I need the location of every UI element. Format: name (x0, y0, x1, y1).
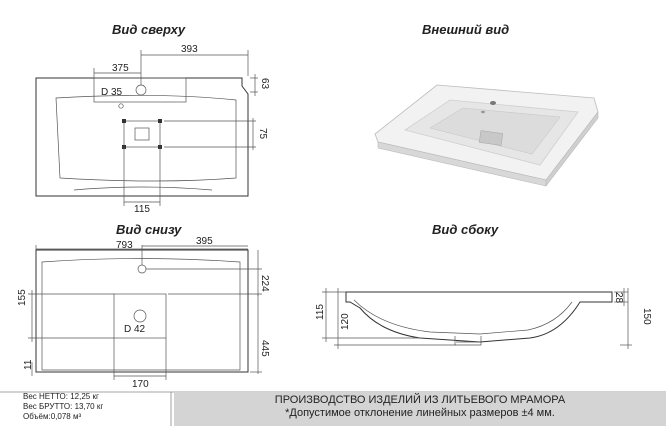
bottom-view-outline (35, 249, 249, 373)
dim-28: 28 (613, 292, 624, 304)
specs-block: Вес НЕТТО: 12,25 кг Вес БРУТТО: 13,70 кг… (0, 392, 170, 426)
side-view: 28 150 115 120 (315, 288, 652, 349)
footer-line2: *Допустимое отклонение линейных размеров… (285, 407, 555, 419)
faucet-hole-bottom (137, 264, 147, 274)
view-title-bottom: Вид снизу (116, 222, 182, 237)
dim-393: 393 (181, 44, 198, 55)
faucet-hole (135, 84, 147, 96)
dim-d42: D 42 (124, 324, 146, 335)
volume: Объём:0,078 м³ (23, 412, 82, 421)
drain-hole (133, 309, 147, 323)
view-title-exterior: Внешний вид (422, 22, 510, 37)
dim-115-top: 115 (134, 204, 150, 215)
dim-224: 224 (259, 275, 270, 292)
top-view: 393 375 63 D 35 75 115 (35, 44, 270, 215)
overflow-hole (118, 103, 124, 109)
drain-plate (123, 120, 161, 148)
dim-75: 75 (257, 128, 268, 140)
view-title-top: Вид сверху (112, 22, 186, 37)
dim-793: 793 (116, 240, 133, 251)
dim-d35: D 35 (101, 87, 123, 98)
dim-150: 150 (641, 308, 652, 325)
top-view-outline (35, 77, 249, 197)
dim-120: 120 (340, 313, 351, 330)
dim-375: 375 (112, 63, 129, 74)
footer: Вес НЕТТО: 12,25 кг Вес БРУТТО: 13,70 кг… (0, 392, 666, 444)
dim-445: 445 (259, 340, 270, 357)
exterior-faucet-hole (490, 101, 496, 105)
view-title-side: Вид сбоку (432, 222, 499, 237)
side-view-profile (345, 291, 613, 343)
dim-395: 395 (196, 236, 213, 247)
dim-11: 11 (23, 359, 34, 370)
bottom-view: 793 395 224 445 155 11 D 42 (17, 236, 270, 390)
exterior-view (374, 84, 599, 187)
drain-block (113, 293, 167, 339)
dim-115-side: 115 (315, 304, 326, 320)
top-view-bowl (55, 95, 237, 182)
faucet-deck (93, 77, 187, 103)
dim-63: 63 (259, 78, 270, 90)
footer-line1: ПРОИЗВОДСТВО ИЗДЕЛИЙ ИЗ ЛИТЬЕВОГО МРАМОР… (274, 394, 566, 406)
weight-net: Вес НЕТТО: 12,25 кг (23, 392, 99, 401)
dim-155: 155 (17, 289, 28, 306)
dim-170: 170 (132, 379, 149, 390)
manufacturer-note: ПРОИЗВОДСТВО ИЗДЕЛИЙ ИЗ ЛИТЬЕВОГО МРАМОР… (174, 392, 666, 426)
weight-gross: Вес БРУТТО: 13,70 кг (23, 402, 104, 411)
